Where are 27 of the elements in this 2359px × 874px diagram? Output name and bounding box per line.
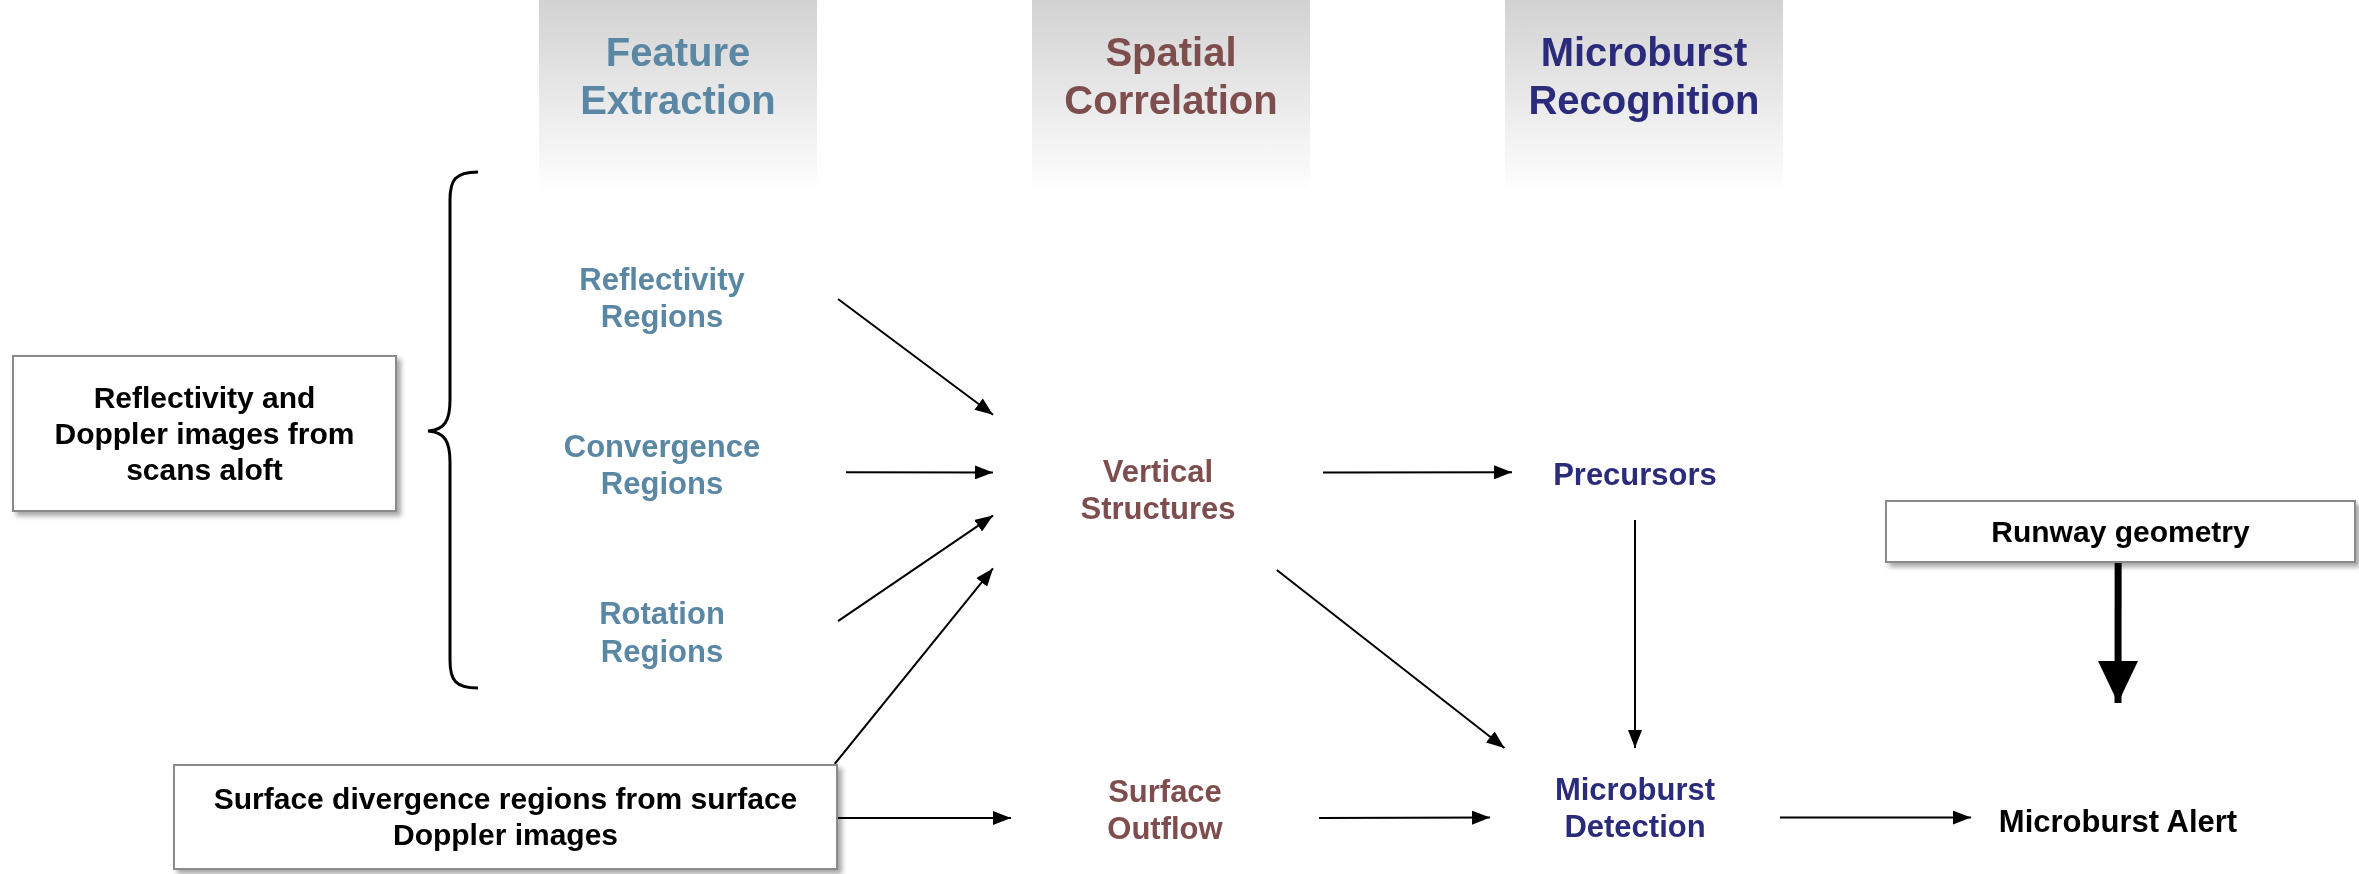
step-label: Reflectivity Regions: [578, 260, 746, 336]
arrow: [1322, 465, 1513, 480]
box-text: Reflectivity and Doppler images from scans aloft: [53, 379, 356, 488]
arrow: [837, 514, 994, 623]
arrow: [1275, 569, 1506, 749]
header-text: Spatial Correlation: [1063, 29, 1279, 124]
step-label: Microburst Alert: [1998, 802, 2238, 840]
arrow: [837, 811, 1012, 825]
step-label: Microburst Detection: [1553, 770, 1717, 846]
header-text: Microburst Recognition: [1527, 29, 1761, 124]
header-text: Feature Extraction: [579, 29, 777, 124]
box-text: Surface divergence regions from surface Doppler images: [212, 781, 799, 853]
step-label: Surface Outflow: [1106, 772, 1224, 848]
input-box: [173, 764, 838, 870]
arrow: [1779, 810, 1972, 825]
step-label: Convergence Regions: [562, 427, 762, 503]
arrow: [837, 297, 994, 416]
arrow: [833, 567, 994, 765]
box-text: Runway geometry: [1991, 513, 2250, 550]
arrow: [1318, 810, 1491, 825]
step-label: Vertical Structures: [1079, 452, 1237, 528]
arrow: [845, 465, 994, 480]
arrow: [1628, 519, 1642, 749]
step-label: Rotation Regions: [598, 595, 726, 670]
step-label: Precursors: [1553, 456, 1717, 494]
input-box: [12, 355, 397, 512]
input-box: [1885, 500, 2356, 563]
